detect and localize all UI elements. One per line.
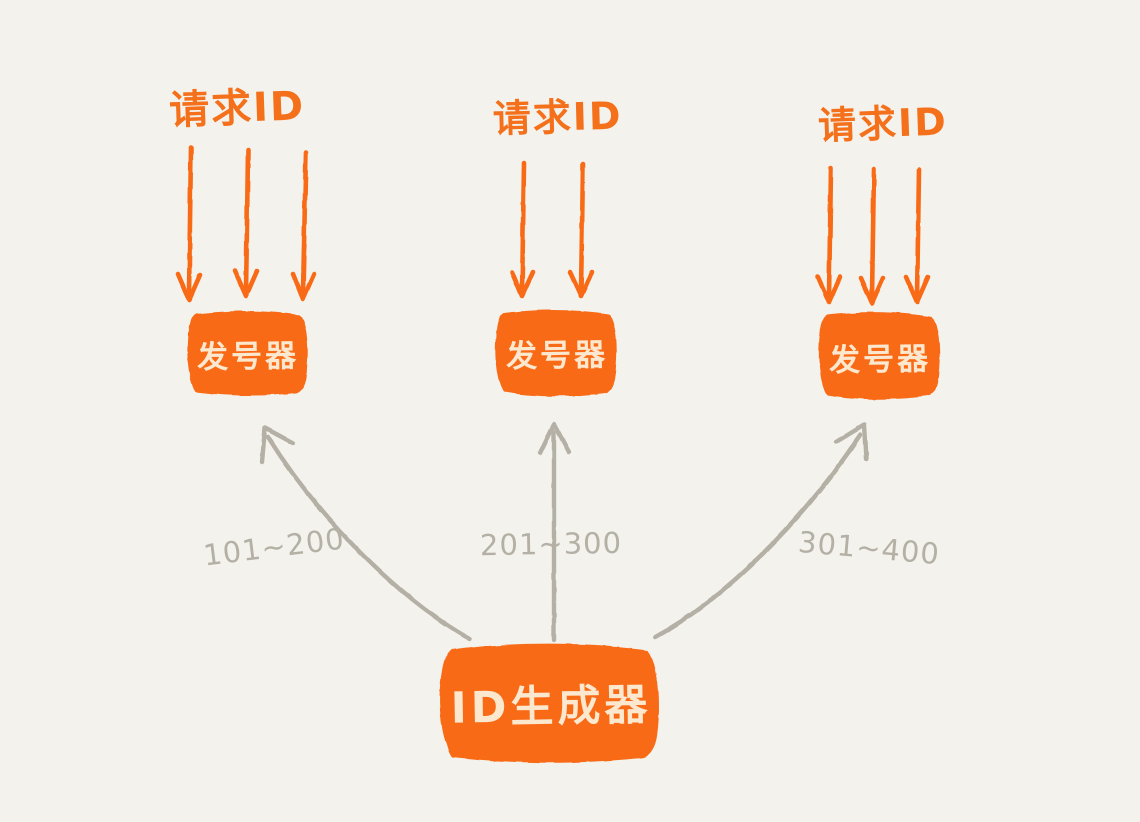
request-arrow-right-2	[858, 166, 886, 306]
request-arrow-left-1	[175, 145, 203, 303]
issuer-right-box-shape	[818, 312, 940, 400]
allocation-label-middle: 201~300	[479, 525, 623, 563]
allocation-arrow-right	[652, 422, 869, 640]
allocation-arrow-middle	[537, 421, 572, 643]
request-heading-middle: 请求ID	[492, 93, 624, 141]
request-arrow-left-2	[232, 147, 260, 299]
id-generator-box-shape	[439, 643, 659, 763]
request-heading-left: 请求ID	[168, 83, 306, 134]
request-arrow-left-3	[290, 149, 317, 302]
issuer-middle-box-shape	[495, 310, 617, 397]
allocation-arrows-group	[259, 421, 869, 643]
request-arrows-group	[175, 145, 931, 306]
request-arrow-right-1	[815, 165, 843, 305]
issuer-left-box-shape	[187, 311, 308, 396]
request-heading-right: 请求ID	[817, 99, 949, 148]
request-arrow-right-3	[903, 167, 931, 305]
request-arrow-middle-1	[509, 160, 536, 299]
issuer-boxes-group	[187, 310, 940, 763]
allocation-arrow-left	[259, 425, 473, 642]
request-arrow-middle-2	[567, 161, 595, 299]
